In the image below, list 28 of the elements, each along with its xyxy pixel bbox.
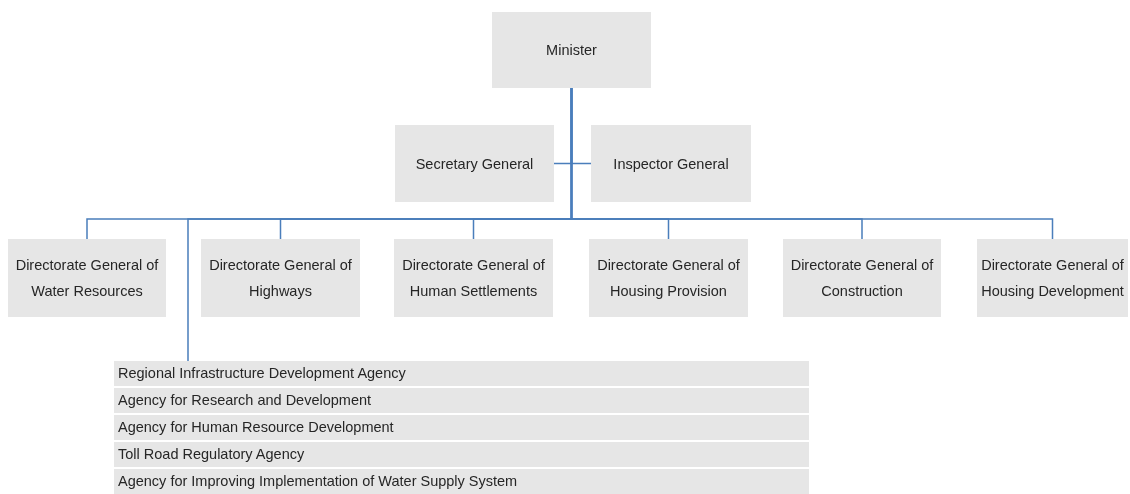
org-box [591, 125, 751, 202]
agency-row [114, 469, 809, 494]
box-label: Toll Road Regulatory Agency [118, 444, 305, 464]
box-label: Directorate General of Human Settlements [401, 256, 546, 301]
agency-row [114, 388, 809, 413]
box-label: Minister [546, 41, 597, 60]
org-box [394, 239, 553, 317]
org-box [201, 239, 360, 317]
agency-row [114, 361, 809, 386]
box-label: Directorate General of Housing Development [981, 256, 1124, 301]
org-box [492, 12, 651, 88]
agency-row [114, 442, 809, 467]
box-label: Directorate General of Water Resources [14, 256, 160, 301]
box-label: Inspector General [613, 154, 729, 174]
agency-row [114, 415, 809, 440]
box-label: Agency for Human Resource Development [118, 417, 394, 437]
org-box [589, 239, 748, 317]
org-box [977, 239, 1128, 317]
org-box [783, 239, 941, 317]
box-label: Regional Infrastructure Development Agency [118, 363, 406, 383]
box-label: Secretary General [415, 154, 534, 174]
box-label: Directorate General of Highways [208, 256, 353, 301]
box-label: Agency for Research and Development [118, 390, 372, 410]
org-box [395, 125, 554, 202]
org-box [8, 239, 166, 317]
box-label: Agency for Improving Implementation of Water Supply System [118, 471, 518, 491]
box-label: Directorate General of Housing Provision [596, 256, 741, 301]
box-label: Directorate General of Construction [789, 256, 935, 301]
